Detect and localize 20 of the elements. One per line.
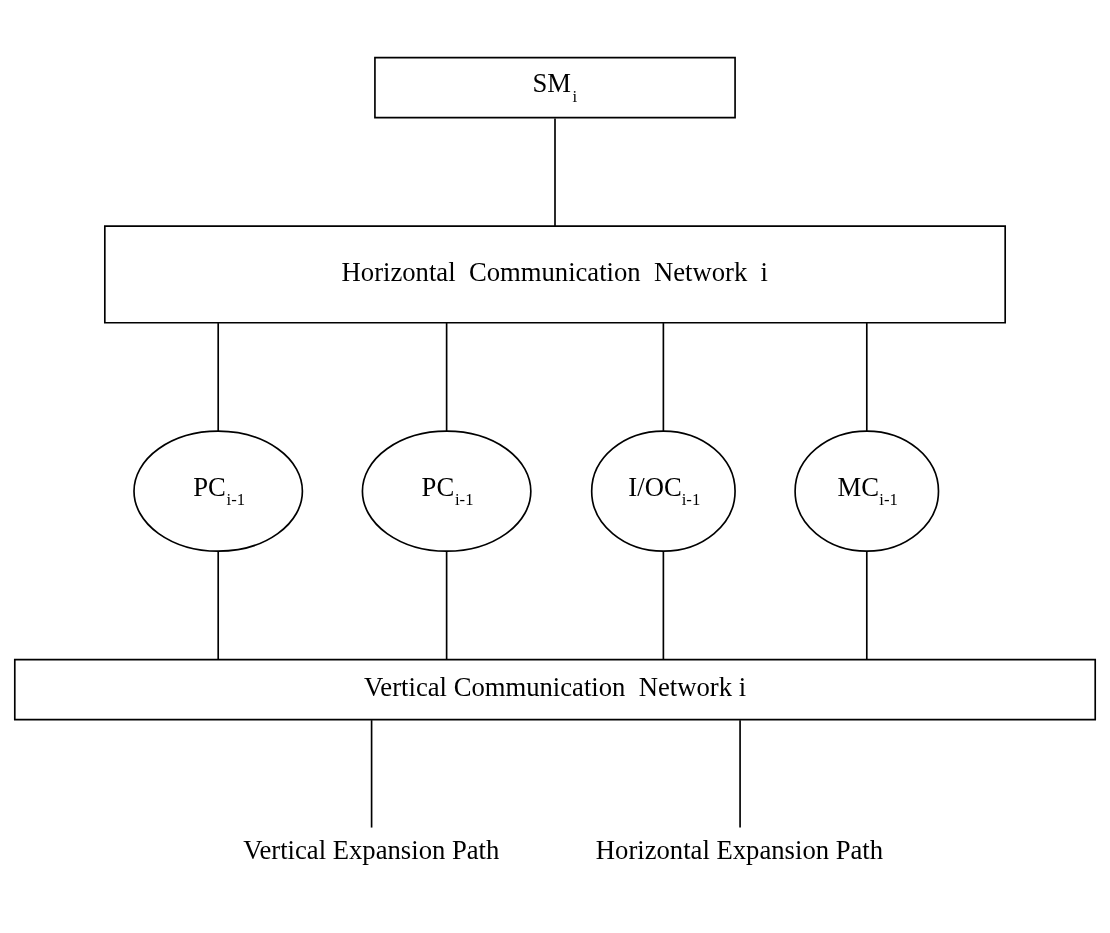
node-ellipse: I/OC$_{i-1}$ xyxy=(590,429,736,552)
node-ellipse: MC$_{i-1}$ xyxy=(794,429,940,552)
connector xyxy=(739,718,741,828)
connector xyxy=(217,321,220,432)
connector xyxy=(370,718,373,828)
connector xyxy=(865,549,868,660)
connector xyxy=(662,321,665,432)
connector xyxy=(865,321,868,432)
connector xyxy=(445,549,448,660)
connector xyxy=(217,549,220,660)
node-ellipse: PC$_{i-1}$ xyxy=(133,429,304,552)
connector xyxy=(445,321,448,432)
node-box: SM$_{i}$ xyxy=(374,56,736,119)
node-text: Vertical Expansion Path xyxy=(243,833,500,864)
node-ellipse: PC$_{i-1}$ xyxy=(361,429,532,552)
node-text: Horizontal Expansion Path xyxy=(595,833,884,864)
connector xyxy=(662,549,665,660)
connector xyxy=(554,117,556,227)
node-box: Vertical Communication Network i xyxy=(13,658,1097,720)
node-box: Horizontal Communication Network i xyxy=(104,224,1006,324)
